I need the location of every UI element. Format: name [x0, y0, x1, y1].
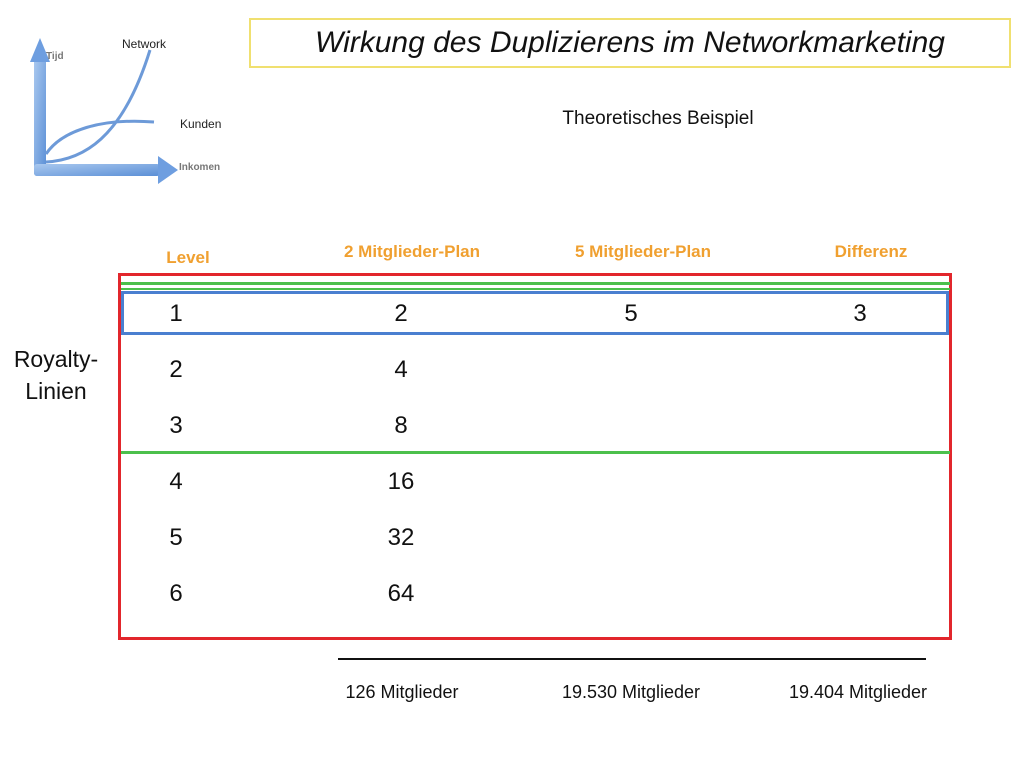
growth-chart-logo: Tijd Inkomen Network Kunden	[22, 30, 237, 190]
cell-plan2: 32	[387, 524, 415, 551]
header-plan2: 2 Mitglieder-Plan	[343, 242, 481, 261]
table-frame-red	[118, 273, 952, 640]
cell-plan2: 16	[387, 468, 415, 495]
cell-plan2: 8	[394, 412, 408, 439]
cell-level: 3	[169, 412, 183, 439]
cell-level: 1	[169, 300, 183, 327]
cell-level: 6	[169, 580, 183, 607]
divider-green-mid	[121, 451, 950, 454]
network-curve-label: Network	[122, 37, 167, 51]
cell-plan5: 5	[624, 300, 638, 327]
highlight-row-frame	[121, 291, 949, 335]
title-box: Wirkung des Duplizierens im Networkmarke…	[249, 18, 1011, 68]
cell-plan2: 4	[394, 356, 408, 383]
axis-y-label: Tijd	[46, 51, 64, 62]
totals-rule	[338, 658, 926, 660]
header-level: Level	[166, 248, 210, 267]
customers-curve-label: Kunden	[180, 117, 222, 131]
total-diff: 19.404 Mitglieder	[788, 682, 928, 702]
growth-chart-icon	[30, 38, 178, 184]
axis-x-label: Inkomen	[179, 162, 221, 173]
cell-plan2: 64	[387, 580, 415, 607]
cell-diff: 3	[853, 300, 867, 327]
page-subtitle: Theoretisches Beispiel	[562, 108, 754, 129]
royalty-lines-label: Royalty- Linien	[13, 346, 99, 404]
divider-green-top-inner	[121, 288, 950, 290]
total-plan5: 19.530 Mitglieder	[561, 682, 701, 702]
cell-level: 2	[169, 356, 183, 383]
total-plan2: 126 Mitglieder	[345, 682, 459, 702]
page-title: Wirkung des Duplizierens im Networkmarke…	[315, 26, 945, 59]
header-diff: Differenz	[834, 242, 908, 261]
header-plan5: 5 Mitglieder-Plan	[574, 242, 712, 261]
cell-level: 5	[169, 524, 183, 551]
divider-green-top	[121, 282, 950, 285]
cell-level: 4	[169, 468, 183, 495]
cell-plan2: 2	[394, 300, 408, 327]
